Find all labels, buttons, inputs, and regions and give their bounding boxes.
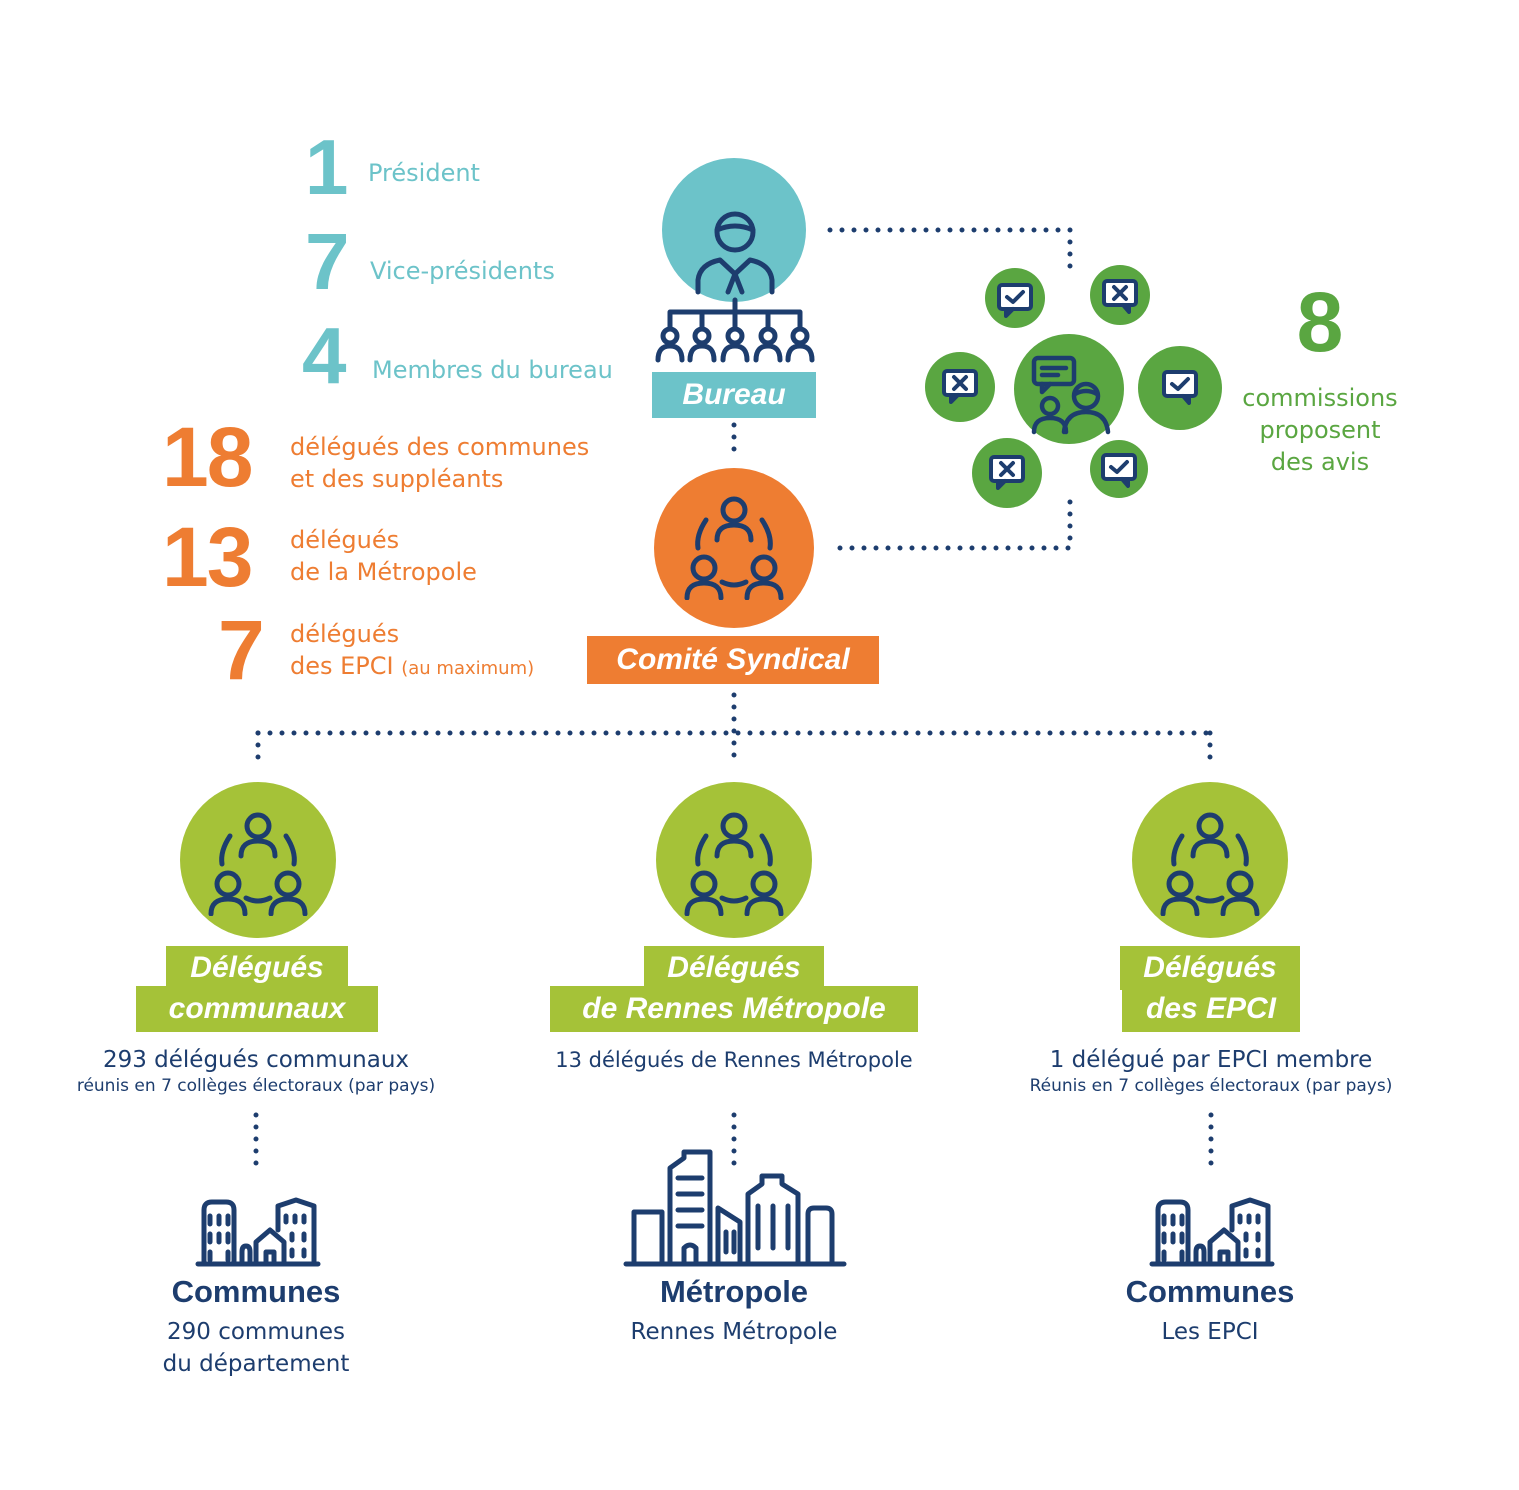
delegates-metropole-title-line2: de Rennes Métropole: [550, 986, 918, 1032]
metropole-delegates-label-line1: délégués: [290, 526, 400, 554]
delegates-epci-desc: 1 délégué par EPCI membre: [1049, 1047, 1373, 1073]
communes-delegates-label-line2: et des suppléants: [290, 465, 504, 493]
delegates-epci-group-icon: [1160, 812, 1260, 916]
check-bubble-icon: [997, 283, 1033, 318]
delegates-metropole-circle: [656, 782, 812, 938]
houses-buildings-icon: [195, 1197, 321, 1267]
meeting-discussion-icon: [1031, 355, 1111, 435]
delegates-metropole-group-icon: [684, 812, 784, 916]
entity-metropole-line1: Rennes Métropole: [630, 1319, 838, 1345]
comite-title: Comité Syndical: [587, 636, 879, 684]
check-bubble-icon: [1162, 370, 1198, 405]
delegates-epci-title-line2: des EPCI: [1122, 986, 1300, 1032]
vice-president-count: 7: [305, 217, 350, 306]
bureau-members-label: Membres du bureau: [372, 356, 613, 384]
bureau-members-count: 4: [302, 311, 347, 400]
entity-communes-line2: du département: [162, 1351, 350, 1377]
president-label: Président: [368, 159, 480, 187]
entity-communes-title: Communes: [171, 1274, 341, 1309]
entity-communes-line1: 290 communes: [166, 1319, 346, 1345]
cross-bubble-icon: [942, 369, 978, 404]
epci-delegates-count: 7: [218, 603, 265, 697]
president-with-members-icon: [655, 211, 815, 363]
cross-bubble-icon: [1102, 279, 1138, 314]
commissions-label-line3: des avis: [1270, 448, 1370, 476]
commissions-label-line1: commissions: [1242, 384, 1398, 412]
commissions-label-line2: proposent: [1259, 416, 1381, 444]
cross-bubble-icon: [989, 455, 1025, 490]
delegates-communaux-circle: [180, 782, 336, 938]
delegates-communaux-title-line1: Délégués: [166, 946, 348, 990]
delegates-communaux-sub: réunis en 7 collèges électoraux (par pay…: [76, 1076, 436, 1096]
delegates-epci-circle: [1132, 782, 1288, 938]
epci-delegates-label-line2: des EPCI (au maximum): [290, 650, 534, 685]
epci-delegates-label-line1: délégués: [290, 620, 400, 648]
delegates-communaux-title-line2: communaux: [136, 986, 378, 1032]
president-count: 1: [305, 123, 349, 211]
epci-delegates-label-text: des EPCI: [290, 652, 394, 680]
vice-president-label: Vice-présidents: [370, 257, 555, 285]
entity-epci-title: Communes: [1125, 1274, 1295, 1309]
entity-epci-line1: Les EPCI: [1161, 1319, 1259, 1345]
city-skyline-icon: [623, 1149, 847, 1267]
delegates-communaux-desc: 293 délégués communaux: [102, 1047, 410, 1073]
delegates-metropole-title-line1: Délégués: [644, 946, 824, 990]
metropole-delegates-label-line2: de la Métropole: [290, 558, 477, 586]
delegates-epci-title-line1: Délégués: [1120, 946, 1300, 990]
comite-circle: [654, 468, 814, 628]
check-bubble-icon: [1101, 453, 1137, 488]
delegates-metropole-desc: 13 délégués de Rennes Métropole: [555, 1048, 913, 1072]
metropole-delegates-count: 13: [162, 510, 253, 604]
comite-group-circle-icon: [684, 496, 784, 600]
commissions-count: 8: [1296, 275, 1344, 369]
delegates-epci-sub: Réunis en 7 collèges électoraux (par pay…: [1029, 1076, 1393, 1096]
delegates-communaux-group-icon: [208, 812, 308, 916]
bureau-title: Bureau: [652, 372, 816, 418]
entity-metropole-title: Métropole: [659, 1274, 809, 1309]
epci-delegates-label-small: (au maximum): [401, 658, 535, 679]
communes-delegates-count: 18: [162, 410, 253, 504]
communes-delegates-label-line1: délégués des communes: [290, 433, 590, 461]
houses-buildings-icon: [1149, 1197, 1275, 1267]
